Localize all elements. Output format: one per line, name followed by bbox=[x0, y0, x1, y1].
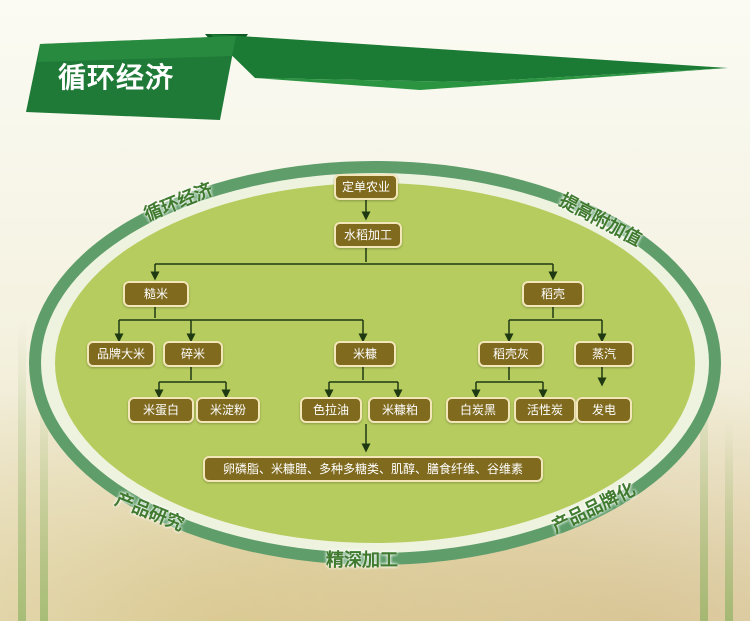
connector-lines bbox=[114, 196, 607, 453]
node-steam: 蒸汽 bbox=[574, 341, 634, 367]
banner-main-shine bbox=[38, 36, 236, 62]
title-banner bbox=[26, 34, 728, 120]
node-bran-meal: 米糠粕 bbox=[368, 397, 432, 423]
decor-stalk bbox=[700, 361, 708, 621]
node-husk-ash: 稻壳灰 bbox=[478, 341, 544, 367]
node-rice-starch: 米淀粉 bbox=[196, 397, 260, 423]
node-brand-rice: 品牌大米 bbox=[87, 341, 155, 367]
decor-stalk bbox=[725, 421, 733, 621]
arc-label-deep-processing: 精深加工 bbox=[326, 550, 398, 571]
node-bran-products: 卵磷脂、米糠腊、多种多糖类、肌醇、膳食纤维、谷维素 bbox=[203, 456, 543, 482]
banner-title: 循环经济 bbox=[58, 61, 175, 94]
node-salad-oil: 色拉油 bbox=[300, 397, 362, 423]
banner-ribbon-tail bbox=[210, 34, 728, 82]
node-rice-husk: 稻壳 bbox=[522, 281, 584, 307]
node-white-carbon-black: 白炭黑 bbox=[446, 397, 510, 423]
banner-ribbon-tail-shade bbox=[255, 68, 728, 90]
node-polished-rice: 糙米 bbox=[123, 281, 189, 307]
node-activated-carbon: 活性炭 bbox=[514, 397, 576, 423]
node-rice-bran: 米糠 bbox=[334, 341, 396, 367]
node-power-generation: 发电 bbox=[576, 397, 632, 423]
node-order-farming: 定单农业 bbox=[334, 174, 398, 200]
decor-stalk bbox=[18, 321, 26, 621]
decor-stalk bbox=[40, 381, 48, 621]
node-rice-protein: 米蛋白 bbox=[128, 397, 194, 423]
node-broken-rice: 碎米 bbox=[163, 341, 223, 367]
node-rice-processing: 水稻加工 bbox=[334, 222, 402, 248]
